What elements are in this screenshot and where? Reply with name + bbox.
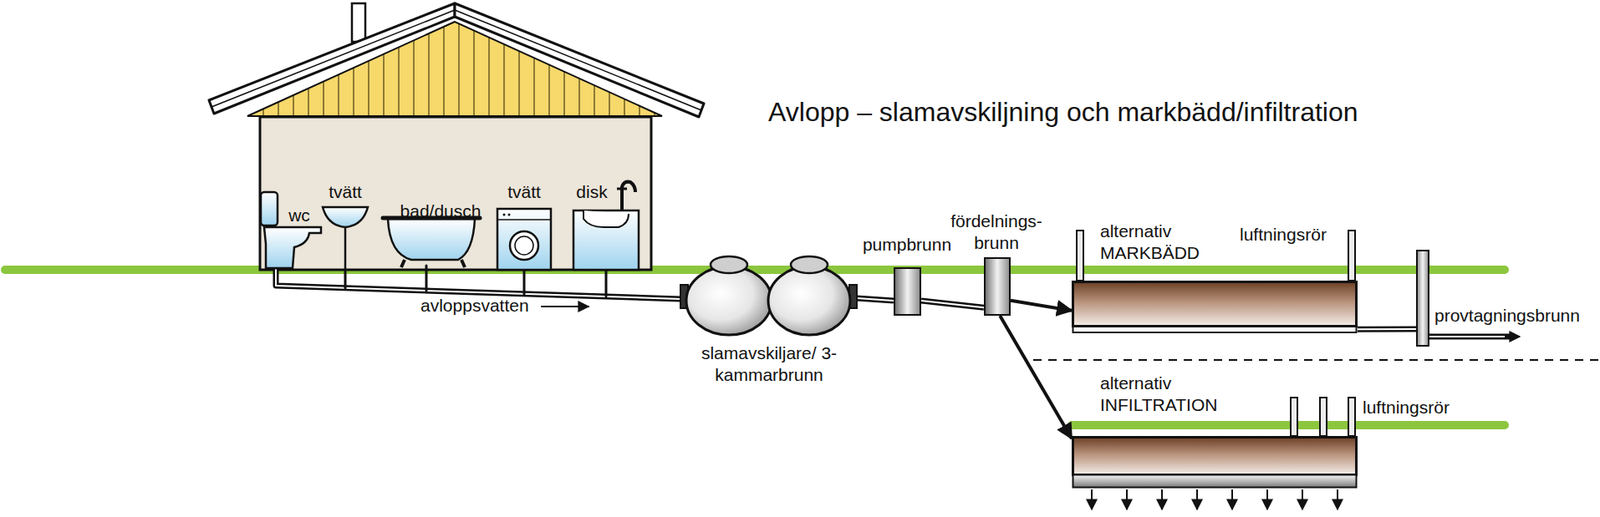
toilet [260,192,322,269]
sampling-well-shape [1416,249,1430,347]
seepage-arrows [1091,489,1338,510]
node-label: slamavskiljare/ 3-kammarbrunn [696,342,843,388]
wash-basin [322,207,368,271]
pipe-core [921,300,984,308]
part-label: wc [288,204,311,227]
pipe-core [1357,328,1417,331]
pipe-outline [1357,326,1417,333]
connector [921,300,984,308]
infiltration-bed: alternativ INFILTRATION [1071,436,1358,489]
soil-bed-shape [1071,280,1358,335]
node-label: alternativ MARKBÄDD [1100,220,1209,265]
pipe-core [856,298,894,301]
septic-tank: slamavskiljare/ 3-kammarbrunn [680,254,857,337]
pipe-outline [921,300,984,308]
seepage-arrow [1126,489,1128,510]
bathtub [382,218,480,268]
part-label: bad/dusch [400,200,482,223]
house [208,3,704,271]
node-label: alternativ INFILTRATION [1100,372,1247,418]
diagram-title: Avlopp – slamavskiljning och markbädd/in… [768,95,1359,129]
seepage-arrow [1231,489,1234,510]
node-label: pumpbrunn [862,234,952,256]
distribution-well: fördelnings- brunn [983,257,1011,316]
separator-line [1033,359,1600,362]
part-label: luftningsrör [1362,397,1450,419]
kitchen-sink [573,182,639,271]
seepage-arrow [1090,489,1093,510]
seepage-arrow [1161,489,1163,510]
soil-bed: alternativ MARKBÄDD [1071,280,1358,335]
part-label: disk [575,181,607,204]
part-label: tvätt [328,181,362,204]
node-label: fördelnings- brunn [937,210,1055,255]
septic-tank-shape [680,254,857,337]
distribution-well-shape [983,257,1011,316]
part-label: avloppsvatten [420,295,530,317]
outlet-pipe [1428,336,1520,338]
connector [1010,300,1072,311]
flow-arrow [1010,300,1072,311]
seepage-arrow [1336,489,1339,510]
connector [1357,329,1417,331]
infiltration-bed-shape [1071,436,1358,489]
pump-well: pumpbrunn [893,267,922,316]
seepage-arrow [1301,489,1304,510]
node-label: provtagningsbrunn [1434,305,1580,327]
part-label: luftningsrör [1239,224,1327,246]
seepage-arrow [1196,489,1198,510]
flow-arrow [999,315,1072,439]
part-label: tvätt [507,181,541,204]
connector [999,315,1072,439]
pipe-outline [856,298,894,301]
washing-machine [497,208,551,271]
sampling-well: provtagningsbrunn [1416,249,1430,347]
pump-well-shape [893,267,922,316]
seepage-arrow [1266,489,1269,510]
connector [856,298,894,301]
